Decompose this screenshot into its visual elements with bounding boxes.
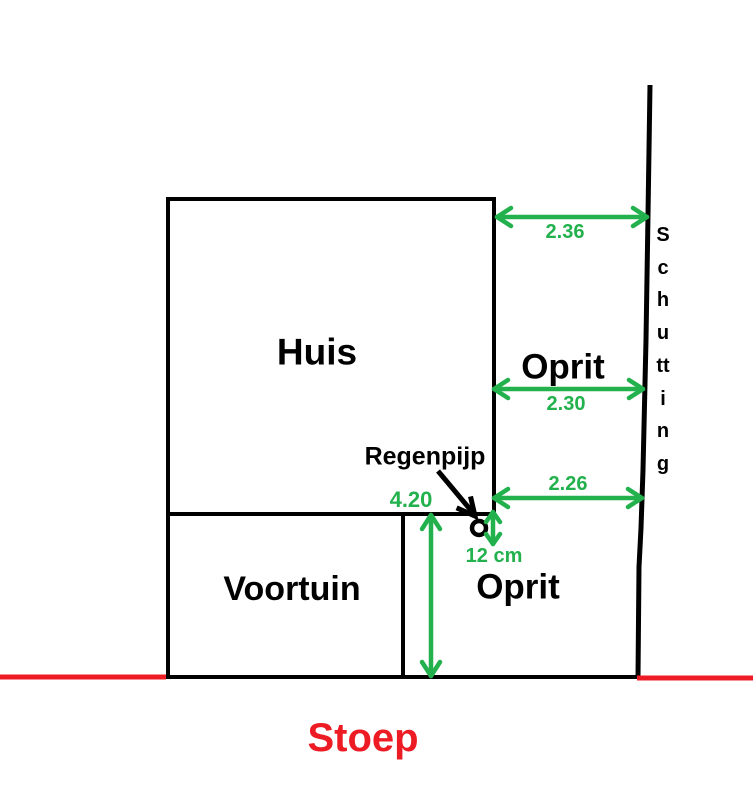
regenpijp-label: Regenpijp [364,442,486,471]
measurement-2-26: 2.26 [548,473,588,495]
dim-arrow-2-26 [491,486,645,510]
dim-arrow-2-36 [494,205,650,229]
oprit-upper-label: Oprit [521,347,605,387]
voortuin-label: Voortuin [223,570,361,608]
regenpijp-arrow [436,469,476,516]
regenpijp-circle [469,518,489,538]
schutting-label: Schutting [656,224,670,475]
oprit-lower-label: Oprit [476,567,560,607]
schutting-fence-line [635,84,653,678]
dim-arrow-12cm [483,509,503,547]
huis-label: Huis [276,331,358,373]
dim-arrow-2-30 [491,377,646,401]
dim-arrow-4-20 [419,512,443,679]
regenpijp-arrowhead [455,495,479,521]
measurement-4-20: 4.20 [389,487,433,512]
measurement-2-30: 2.30 [546,393,586,415]
measurement-2-36: 2.36 [545,221,585,243]
measurement-12cm: 12 cm [465,545,523,567]
voortuin-outline [166,512,405,679]
stoep-label: Stoep [307,716,419,760]
